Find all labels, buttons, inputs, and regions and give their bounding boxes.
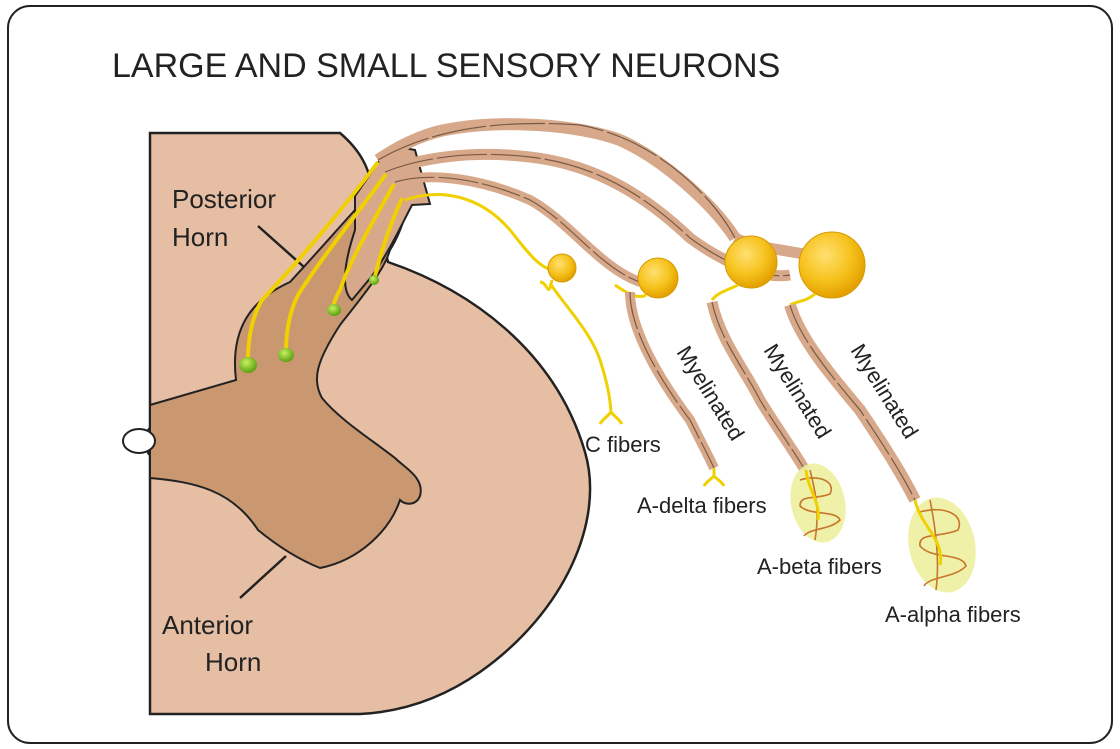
a-beta-fibers-label: A-beta fibers bbox=[757, 554, 882, 579]
a-delta-fibers-label: A-delta fibers bbox=[637, 493, 767, 518]
central-canal bbox=[123, 429, 155, 453]
posterior-horn-label-line2: Horn bbox=[172, 222, 228, 252]
c-fiber-terminal bbox=[369, 275, 379, 285]
c-fibers-label: C fibers bbox=[585, 432, 661, 457]
c-fiber-soma bbox=[548, 254, 576, 282]
a-alpha-fibers-label: A-alpha fibers bbox=[885, 602, 1021, 627]
diagram-title: LARGE AND SMALL SENSORY NEURONS bbox=[112, 47, 780, 85]
a-alpha-soma bbox=[799, 232, 865, 298]
a-alpha-terminal bbox=[239, 357, 257, 373]
posterior-horn-label-line1: Posterior bbox=[172, 184, 276, 214]
anterior-horn-label-line2: Horn bbox=[205, 647, 261, 677]
a-beta-terminal bbox=[278, 348, 294, 362]
a-delta-terminal bbox=[327, 304, 341, 316]
a-delta-soma bbox=[638, 258, 678, 298]
anterior-horn-label-line1: Anterior bbox=[162, 610, 253, 640]
a-beta-soma bbox=[725, 236, 777, 288]
